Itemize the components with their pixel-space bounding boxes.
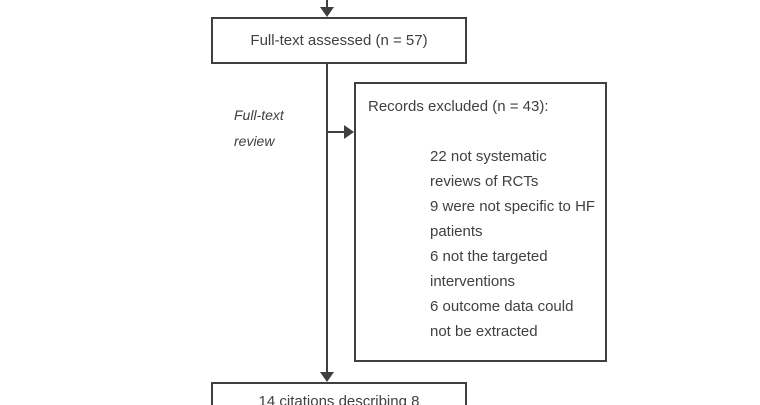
- connector-line-branch: [327, 131, 345, 133]
- citations-label: 14 citations describing 8: [258, 393, 420, 405]
- exclusion-reason: 6 outcome data could not be extracted: [430, 298, 574, 340]
- records-excluded-title: Records excluded (n = 43):: [368, 98, 549, 115]
- exclusion-reason: 22 not systematic reviews of RCTs: [430, 148, 547, 190]
- arrow-down-icon: [320, 372, 334, 382]
- exclusion-reason: 6 not the targeted interventions: [430, 248, 548, 290]
- arrow-right-icon: [344, 125, 354, 139]
- records-excluded-box: Records excluded (n = 43): 22 not system…: [354, 82, 607, 362]
- connector-line-vertical: [326, 63, 328, 373]
- citations-box: 14 citations describing 8: [211, 382, 467, 405]
- exclusion-reasons-list: 22 not systematic reviews of RCTs 9 were…: [430, 144, 598, 344]
- full-text-review-label: Full-text review: [234, 107, 284, 149]
- full-text-assessed-label: Full-text assessed (n = 57): [250, 32, 428, 49]
- connector-line-incoming: [326, 0, 328, 9]
- full-text-assessed-box: Full-text assessed (n = 57): [211, 17, 467, 64]
- exclusion-reason: 9 were not specific to HF patients: [430, 198, 596, 240]
- arrow-down-icon: [320, 7, 334, 17]
